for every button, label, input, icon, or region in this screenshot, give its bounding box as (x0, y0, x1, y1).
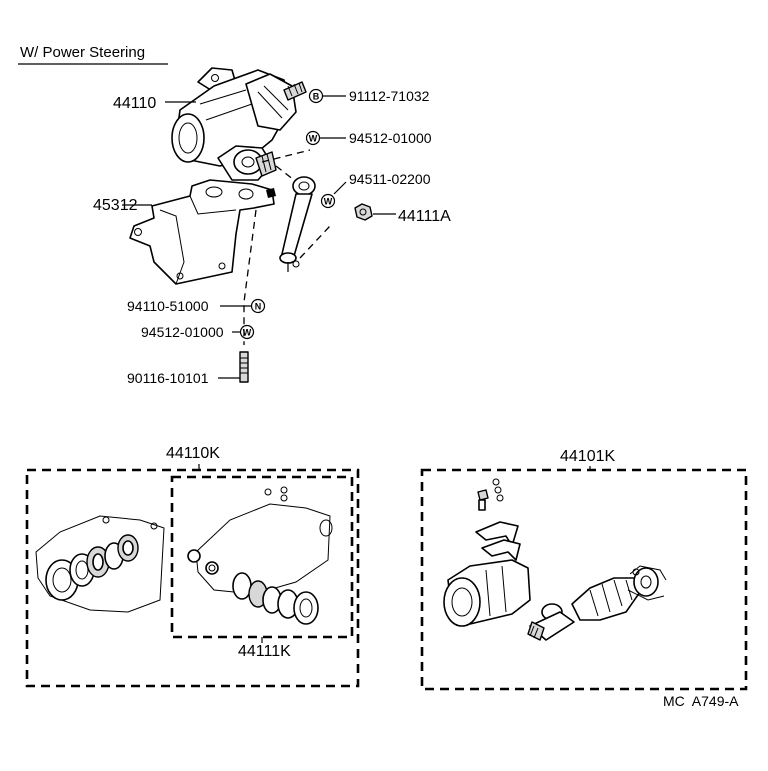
svg-text:W: W (243, 328, 252, 338)
kit-box-44111K (170, 475, 354, 639)
svg-text:B: B (313, 92, 320, 102)
washer-symbol-top: W (305, 130, 321, 146)
label-94512-01000-lower: 94512-01000 (141, 324, 224, 340)
label-44111A: 44111A (398, 208, 451, 225)
kit-box-44101K (420, 468, 748, 691)
label-44111K: 44111K (238, 643, 291, 660)
kit-box-44110K (25, 468, 360, 688)
stud-bolt (239, 351, 249, 383)
svg-text:N: N (255, 302, 262, 312)
leader-dash-1 (261, 149, 311, 163)
washer-symbol-lower: W (239, 324, 255, 340)
castle-nut (354, 203, 373, 221)
mounting-bracket (129, 179, 276, 285)
svg-text:W: W (309, 134, 318, 144)
leader-dash-2 (275, 165, 295, 181)
leader-pitman (333, 181, 347, 195)
steering-gear-housing (171, 67, 307, 181)
label-90116-10101: 90116-10101 (127, 370, 209, 386)
label-91112-71032: 91112-71032 (349, 88, 430, 104)
diagram-code: MC A749-A (663, 693, 739, 709)
kit-right-parts (443, 478, 667, 641)
bolt-symbol: B (308, 88, 324, 104)
label-94512-01000-top: 94512-01000 (349, 130, 432, 146)
kit-inner-seals (187, 486, 333, 625)
kit-left-seals (35, 515, 165, 613)
label-44101K: 44101K (560, 448, 615, 465)
label-44110: 44110 (113, 95, 156, 112)
leader-dash-3 (243, 209, 257, 345)
label-44110K: 44110K (166, 445, 220, 462)
leader-dash-4 (299, 225, 331, 259)
pitman-arm (279, 176, 316, 272)
svg-text:W: W (324, 197, 333, 207)
diagram-title: W/ Power Steering (20, 44, 145, 61)
nut-symbol: N (250, 298, 266, 314)
label-94511-02200: 94511-02200 (349, 171, 431, 187)
label-94110-51000: 94110-51000 (127, 298, 209, 314)
washer-symbol-pitman: W (320, 193, 336, 209)
label-45312: 45312 (93, 197, 138, 214)
